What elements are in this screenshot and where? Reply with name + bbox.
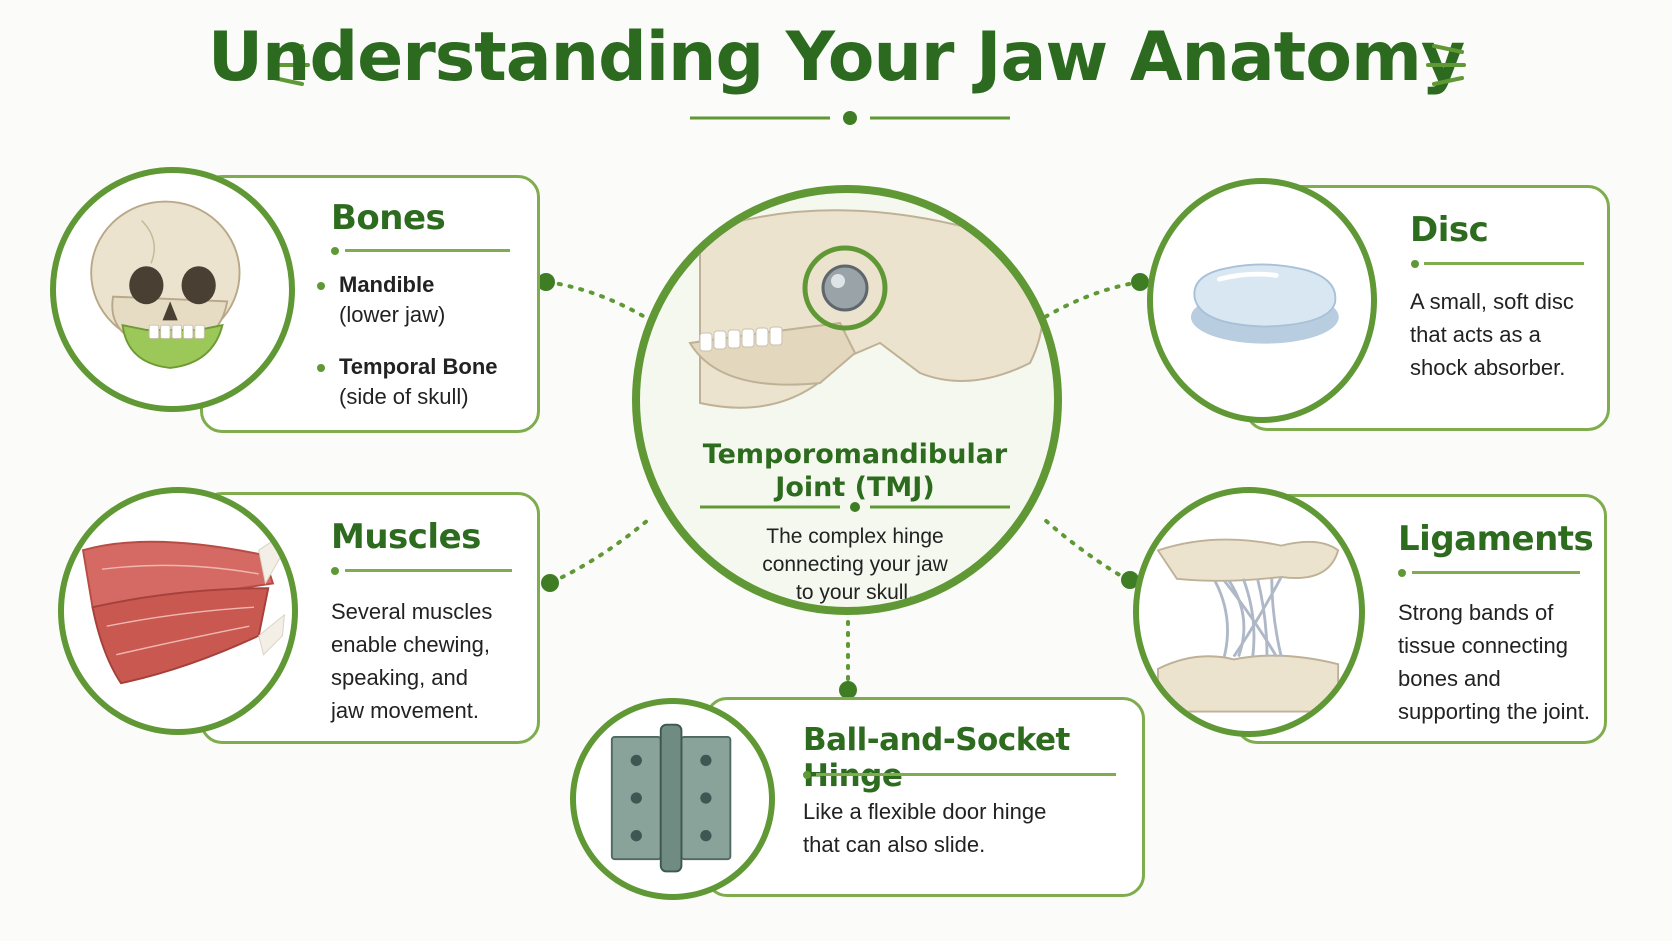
disc-icon <box>1190 263 1339 344</box>
muscles-heading-dot <box>331 567 339 575</box>
tmj-skull-icon <box>688 209 1044 409</box>
tmj-description: The complex hinge connecting your jaw to… <box>640 523 1054 607</box>
ligaments-description: Strong bands of tissue connecting bones … <box>1398 596 1590 728</box>
connector-dot-bones <box>537 273 555 291</box>
bones-heading-dot <box>331 247 339 255</box>
hinge-description: Like a flexible door hinge that can also… <box>803 795 1046 861</box>
bones-item-temporal-name: Temporal Bone <box>339 354 498 379</box>
connector-ligaments <box>1043 518 1130 582</box>
title-spark-left-icon <box>270 44 310 86</box>
ligaments-desc-line-2: tissue connecting <box>1398 633 1568 658</box>
connector-dot-disc <box>1131 273 1149 291</box>
muscles-description: Several muscles enable chewing, speaking… <box>331 595 492 727</box>
tmj-title: Temporomandibular Joint (TMJ) <box>640 438 1054 504</box>
disc-description: A small, soft disc that acts as a shock … <box>1410 285 1574 384</box>
connector-muscles <box>550 518 650 584</box>
tmj-title-line-2: Joint (TMJ) <box>775 472 935 503</box>
muscles-heading: Muscles <box>331 517 481 557</box>
muscles-image-circle <box>58 487 298 735</box>
ligaments-desc-line-1: Strong bands of <box>1398 600 1554 625</box>
muscles-desc-line-4: jaw movement. <box>331 698 479 723</box>
ligaments-desc-line-3: bones and <box>1398 666 1501 691</box>
bones-heading-rule <box>345 249 510 252</box>
connector-dot-muscles <box>541 574 559 592</box>
bones-item-mandible: Mandible (lower jaw) <box>339 270 445 330</box>
ligaments-heading-rule <box>1412 571 1580 574</box>
bones-heading: Bones <box>331 198 446 238</box>
ligaments-desc-line-4: supporting the joint. <box>1398 699 1591 724</box>
muscles-desc-line-3: speaking, and <box>331 665 468 690</box>
tmj-desc-line-3: to your skull. <box>796 581 914 604</box>
door-hinge-icon <box>610 723 732 873</box>
muscles-desc-line-2: enable chewing, <box>331 632 491 657</box>
bones-item-mandible-name: Mandible <box>339 272 435 297</box>
title-divider <box>690 111 1010 125</box>
bones-image-circle <box>50 167 295 412</box>
skull-icon <box>90 200 241 369</box>
hinge-heading-dot <box>803 771 811 779</box>
ligaments-heading: Ligaments <box>1398 519 1594 559</box>
bones-item-mandible-desc: (lower jaw) <box>339 302 446 327</box>
disc-desc-line-2: that acts as a <box>1410 322 1541 347</box>
disc-desc-line-3: shock absorber. <box>1410 355 1566 380</box>
tmj-title-line-1: Temporomandibular <box>702 439 1008 470</box>
tmj-center-circle: Temporomandibular Joint (TMJ) The comple… <box>632 185 1062 615</box>
disc-heading-rule <box>1424 262 1584 265</box>
disc-desc-line-1: A small, soft disc <box>1410 289 1574 314</box>
ligament-icon <box>1156 538 1340 713</box>
hinge-desc-line-2: that can also slide. <box>803 832 986 857</box>
disc-image-circle <box>1147 178 1377 423</box>
hinge-desc-line-1: Like a flexible door hinge <box>803 799 1047 824</box>
connector-dot-hinge <box>839 681 857 699</box>
connector-dot-ligaments <box>1121 571 1139 589</box>
hinge-heading-rule <box>816 773 1116 776</box>
bones-bullet-1 <box>317 282 325 290</box>
bones-bullet-2 <box>317 364 325 372</box>
connector-disc <box>1038 280 1142 322</box>
muscles-desc-line-1: Several muscles <box>331 599 493 624</box>
hinge-image-circle <box>570 698 775 900</box>
page-title: Understanding Your Jaw Anatomy <box>207 18 1465 97</box>
bones-item-temporal-desc: (side of skull) <box>339 384 469 409</box>
connector-bones <box>546 280 652 322</box>
ligaments-heading-dot <box>1398 569 1406 577</box>
disc-heading-dot <box>1411 260 1419 268</box>
hinge-heading: Ball-and-Socket Hinge <box>803 722 1070 794</box>
muscles-heading-rule <box>345 569 512 572</box>
tmj-divider <box>700 502 1010 512</box>
muscle-icon <box>81 530 288 685</box>
tmj-desc-line-1: The complex hinge <box>766 525 944 548</box>
hinge-card: Ball-and-Socket Hinge Like a flexible do… <box>705 697 1145 897</box>
ligaments-image-circle <box>1133 487 1365 737</box>
disc-heading: Disc <box>1410 210 1489 250</box>
tmj-desc-line-2: connecting your jaw <box>762 553 948 576</box>
bones-item-temporal: Temporal Bone (side of skull) <box>339 352 498 412</box>
title-spark-right-icon <box>1426 44 1466 86</box>
